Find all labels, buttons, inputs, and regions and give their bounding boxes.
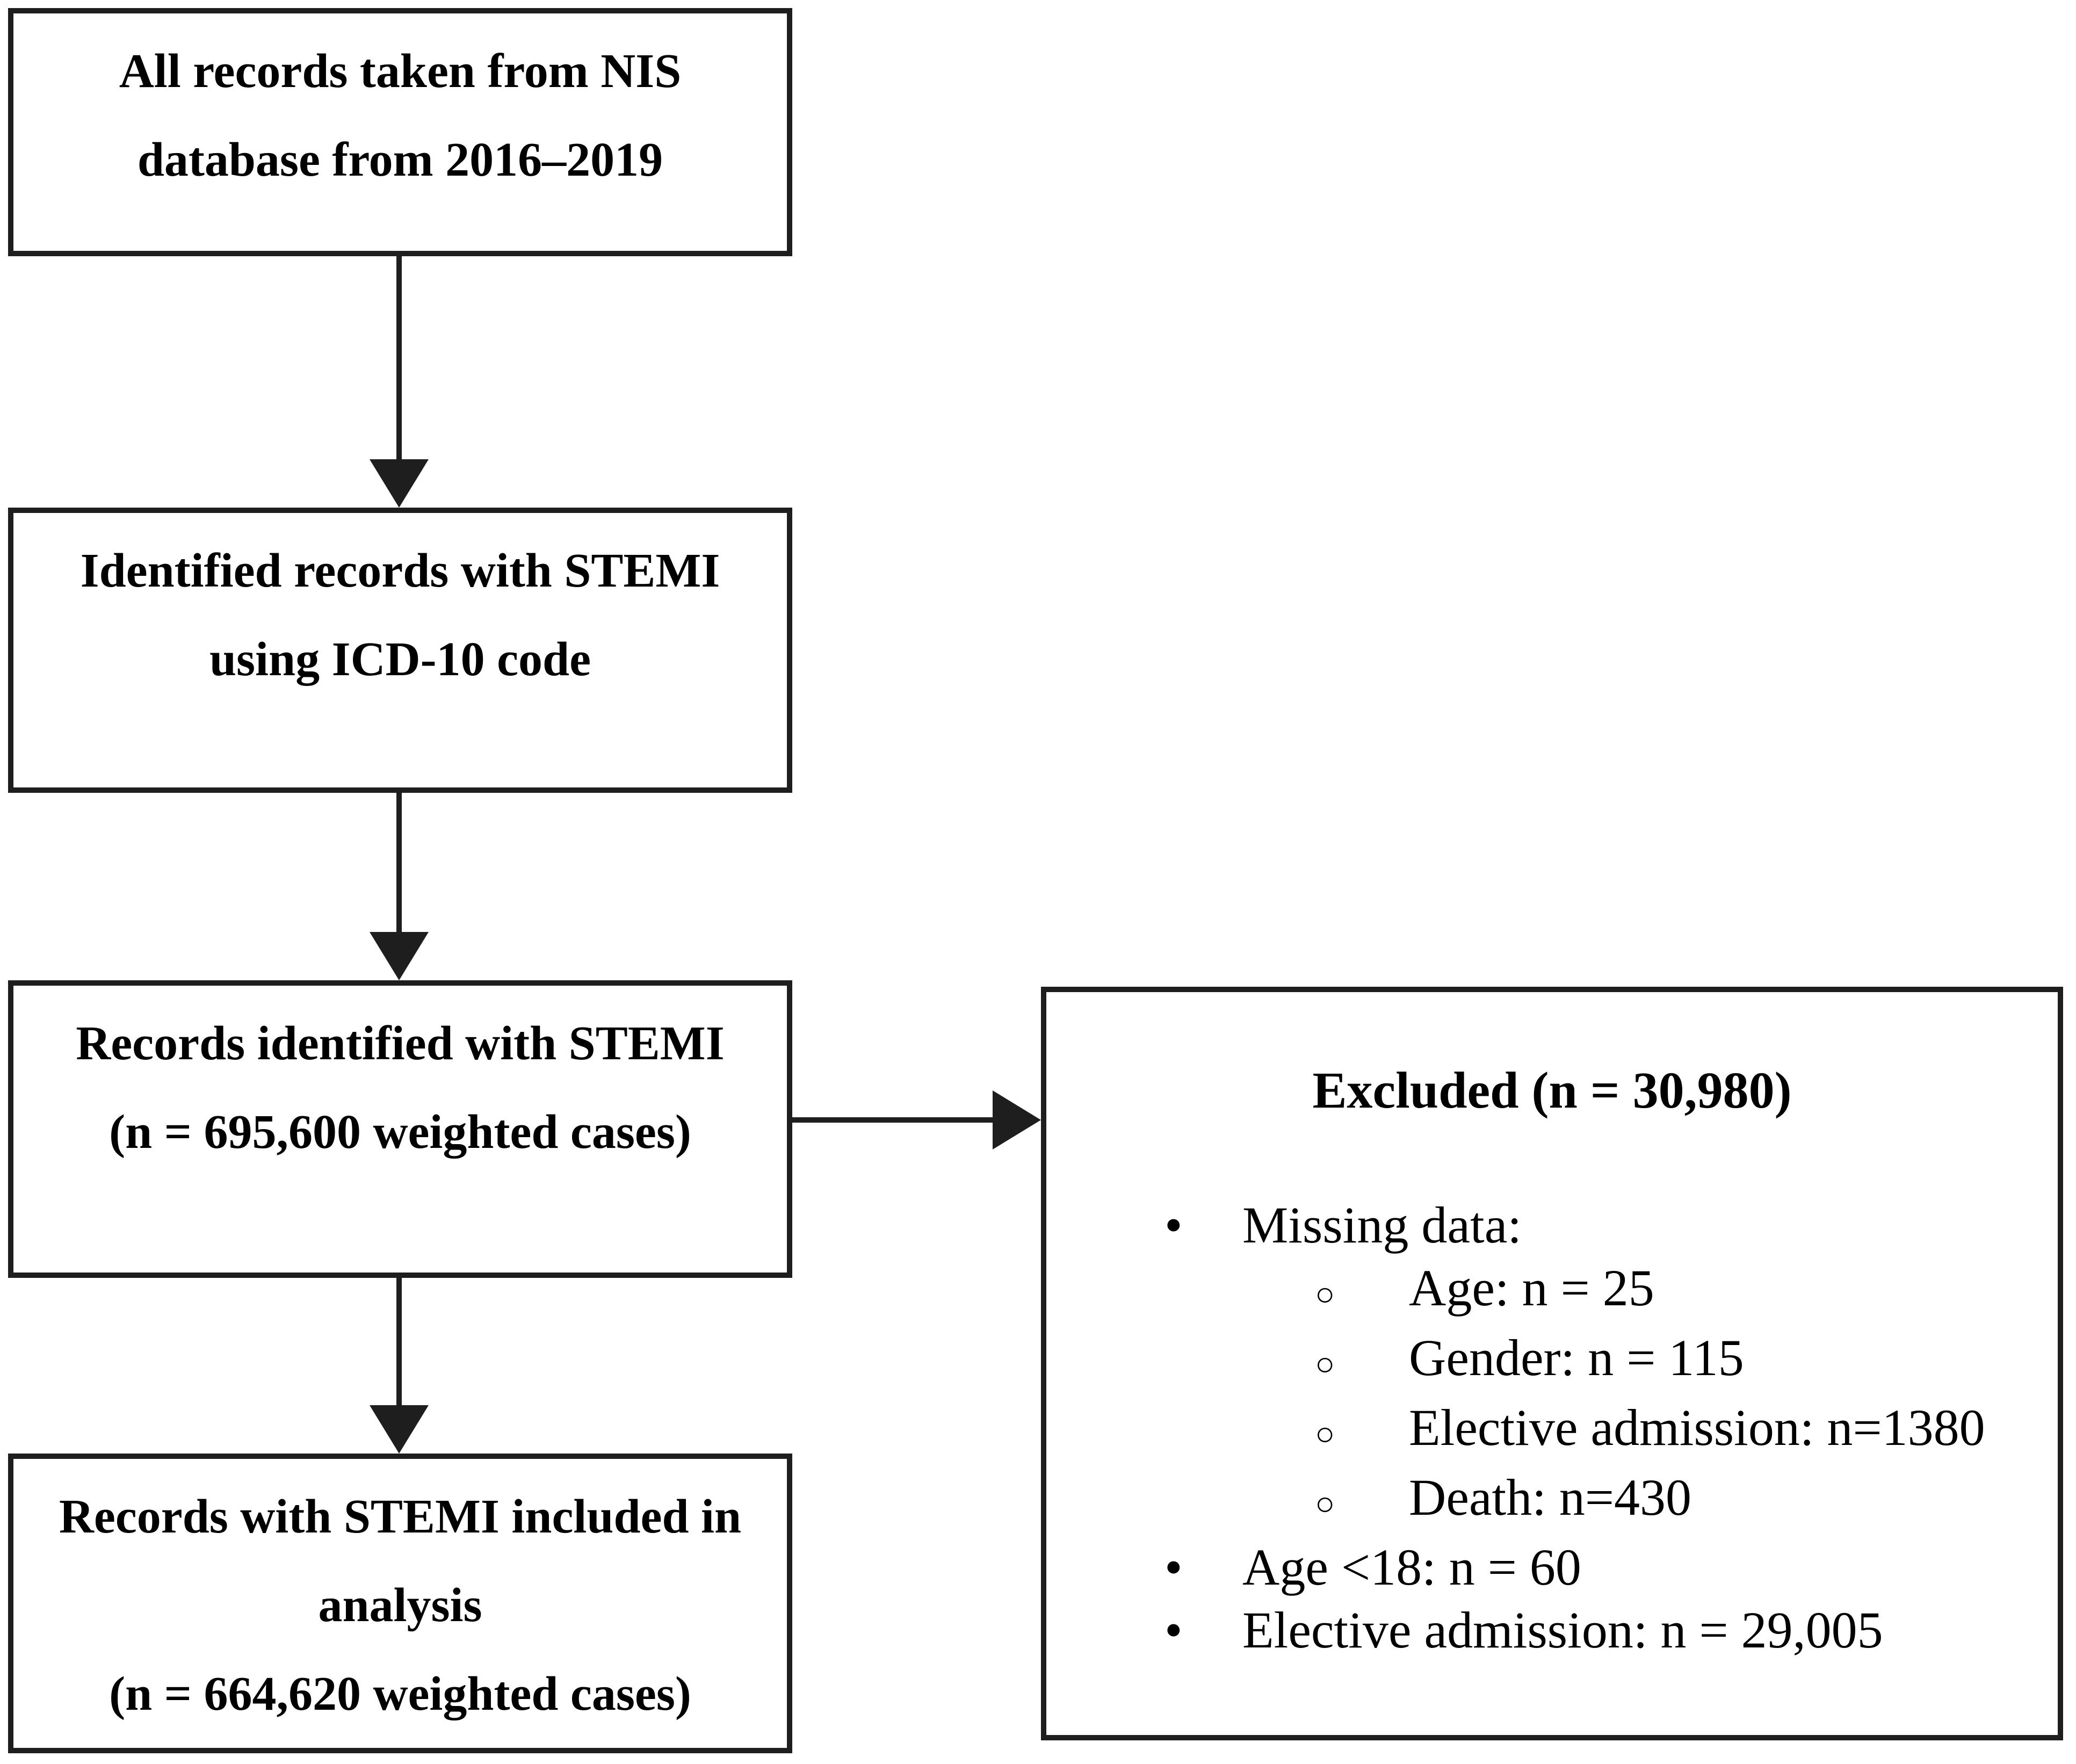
list-item: ○ Elective admission: n=1380 <box>1046 1396 2058 1466</box>
circle-bullet-icon: ○ <box>1315 1416 1335 1452</box>
flow-box-records-identified: Records identified with STEMI (n = 695,6… <box>8 980 792 1278</box>
arrow-stem <box>790 1117 994 1123</box>
arrow-stem <box>396 793 402 933</box>
circle-bullet-icon: ○ <box>1315 1346 1335 1383</box>
circle-bullet-icon: ○ <box>1315 1276 1335 1313</box>
list-item-text: Death: n=430 <box>1409 1469 1692 1526</box>
list-item: • Elective admission: n = 29,005 <box>1046 1599 2058 1661</box>
arrow-head-down-icon <box>370 459 429 508</box>
bullet-icon: • <box>1164 1196 1183 1254</box>
list-item-text: Elective admission: n = 29,005 <box>1242 1601 1883 1659</box>
box-line: Records with STEMI included in <box>59 1490 742 1543</box>
box-line: Identified records with STEMI <box>80 544 720 597</box>
list-item-text: Gender: n = 115 <box>1409 1329 1744 1386</box>
bullet-icon: • <box>1164 1538 1183 1596</box>
flow-box-identified-icd10: Identified records with STEMI using ICD-… <box>8 508 792 793</box>
list-item: • Missing data: <box>1046 1194 2058 1256</box>
box-line: database from 2016–2019 <box>137 133 663 186</box>
circle-bullet-icon: ○ <box>1315 1486 1335 1522</box>
box-line: (n = 695,600 weighted cases) <box>109 1105 691 1159</box>
flow-box-included-analysis: Records with STEMI included in analysis … <box>8 1454 792 1753</box>
list-item: ○ Death: n=430 <box>1046 1466 2058 1536</box>
list-item-text: Elective admission: n=1380 <box>1409 1399 1985 1456</box>
excluded-box: Excluded (n = 30,980) • Missing data: ○ Ag… <box>1041 987 2063 1740</box>
list-item-text: Age: n = 25 <box>1409 1259 1654 1317</box>
list-item: ○ Gender: n = 115 <box>1046 1326 2058 1396</box>
arrow-stem <box>396 1278 402 1406</box>
box-line: (n = 664,620 weighted cases) <box>109 1667 691 1720</box>
arrow-head-down-icon <box>370 1405 429 1454</box>
box-line: Records identified with STEMI <box>76 1017 725 1070</box>
excluded-title: Excluded (n = 30,980) <box>1312 1061 1792 1119</box>
bullet-icon: • <box>1164 1601 1183 1659</box>
list-item-text: Missing data: <box>1242 1196 1522 1254</box>
flow-box-nis-records: All records taken from NIS database from… <box>8 8 792 256</box>
list-item: • Age <18: n = 60 <box>1046 1536 2058 1599</box>
list-item: ○ Age: n = 25 <box>1046 1256 2058 1326</box>
box-line: All records taken from NIS <box>119 45 682 98</box>
arrow-head-down-icon <box>370 932 429 980</box>
arrow-head-right-icon <box>993 1090 1041 1150</box>
arrow-stem <box>396 256 402 460</box>
box-line: using ICD-10 code <box>209 633 591 686</box>
box-line: analysis <box>318 1579 482 1632</box>
excluded-list: • Missing data: ○ Age: n = 25 ○ Gender: n =… <box>1046 1194 2058 1661</box>
list-item-text: Age <18: n = 60 <box>1242 1538 1581 1596</box>
